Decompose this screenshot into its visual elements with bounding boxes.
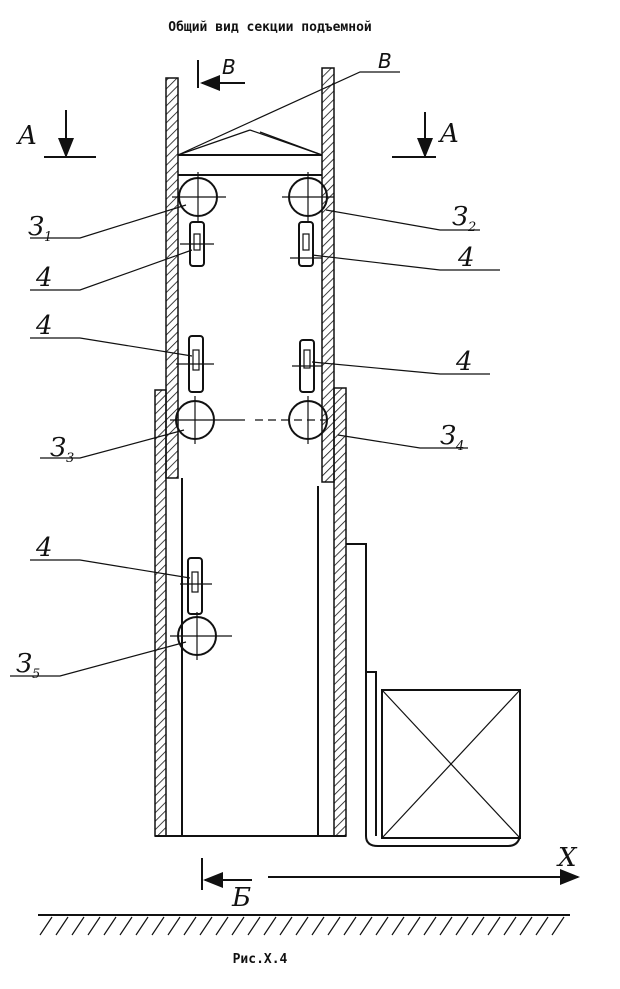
section-a-left-label: A [16,121,37,151]
pulley-3-1 [172,172,226,222]
callout-4-lower-left: 4 [35,533,53,563]
cargo-box-diagonal-2 [381,689,521,839]
lower-right-wall [333,387,347,837]
pulley-3-3 [170,396,245,444]
cargo-box [381,689,521,839]
svg-text:3: 3 [66,451,74,466]
svg-text:З: З [440,421,456,451]
truss-diagonal-left [177,129,251,156]
x-direction-arrow: X [268,843,580,885]
callout-3-2: З 2 [452,202,476,235]
pulley-3-5 [170,612,232,660]
section-a-right-marker: A [392,112,459,158]
callout-3-3: З 3 [50,433,74,466]
cargo-tray [365,672,521,847]
section-b-bottom-marker: Б [201,858,252,913]
clamp-4-lower-left [180,557,212,615]
pulley-3-4 [255,396,335,444]
svg-text:2: 2 [467,220,476,235]
callout-4-upper-right: 4 [457,243,475,273]
svg-text:1: 1 [44,230,52,245]
svg-text:З: З [50,433,66,463]
clamp-4-upper-left [180,221,214,267]
upper-right-wall [321,67,335,483]
lower-left-wall [154,389,167,837]
section-b-leader-label: В [378,49,392,73]
callout-3-4: З 4 [440,421,464,454]
section-b-bottom-label: Б [231,883,251,913]
section-b-top-label: В [222,55,236,79]
section-b-leader: В [177,49,400,156]
section-b-top-marker: В [197,55,245,91]
section-a-right-label: A [438,119,459,149]
ground-hatching [38,914,570,936]
callout-3-5: З 5 [16,649,40,682]
drawing-title: Общий вид секции подъемной [168,20,372,35]
callout-4-mid-left: 4 [35,311,53,341]
clamp-4-mid-right [292,339,322,393]
callout-3-1: З 1 [28,212,52,245]
svg-text:З: З [16,649,32,679]
svg-text:5: 5 [32,667,40,682]
figure-caption: Рис.X.4 [232,952,288,967]
clamp-4-upper-right [290,221,322,267]
upper-left-wall [165,77,179,479]
callout-4-upper-left: 4 [35,263,53,293]
clamp-4-mid-left [176,335,214,393]
pulley-3-2 [282,172,334,222]
leader-lines [10,204,500,677]
callout-4-mid-right: 4 [455,347,473,377]
svg-text:З: З [28,212,44,242]
side-frame [346,543,377,836]
svg-text:4: 4 [455,439,464,454]
svg-text:З: З [452,202,468,232]
section-a-left-marker: A [16,110,96,158]
x-direction-label: X [556,843,578,873]
